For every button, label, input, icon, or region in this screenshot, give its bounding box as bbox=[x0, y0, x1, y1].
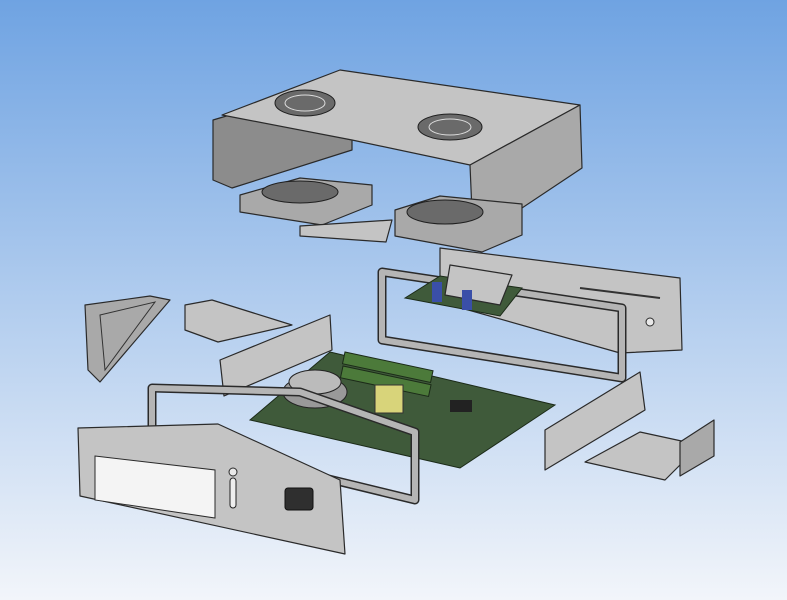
power-led-slot bbox=[229, 477, 237, 509]
side-panel-left bbox=[219, 314, 333, 397]
fan-right bbox=[394, 195, 523, 253]
top-cover bbox=[212, 69, 583, 229]
motherboard bbox=[248, 351, 557, 469]
front-panel-window bbox=[94, 455, 216, 519]
front-panel bbox=[77, 423, 346, 555]
fan-grille-right-icon bbox=[417, 113, 483, 141]
capacitor bbox=[432, 282, 442, 302]
fan-left bbox=[239, 177, 373, 226]
power-socket-icon bbox=[284, 487, 314, 511]
fan-grille-left-icon bbox=[274, 89, 336, 117]
side-panel-right bbox=[544, 371, 646, 471]
cover-plate bbox=[299, 219, 393, 243]
ram-module bbox=[341, 351, 434, 384]
expansion-card bbox=[84, 295, 171, 383]
left-bracket-plate bbox=[184, 299, 293, 343]
bottom-bracket bbox=[584, 419, 715, 481]
rear-frame bbox=[377, 267, 627, 383]
riser-card bbox=[403, 264, 523, 317]
